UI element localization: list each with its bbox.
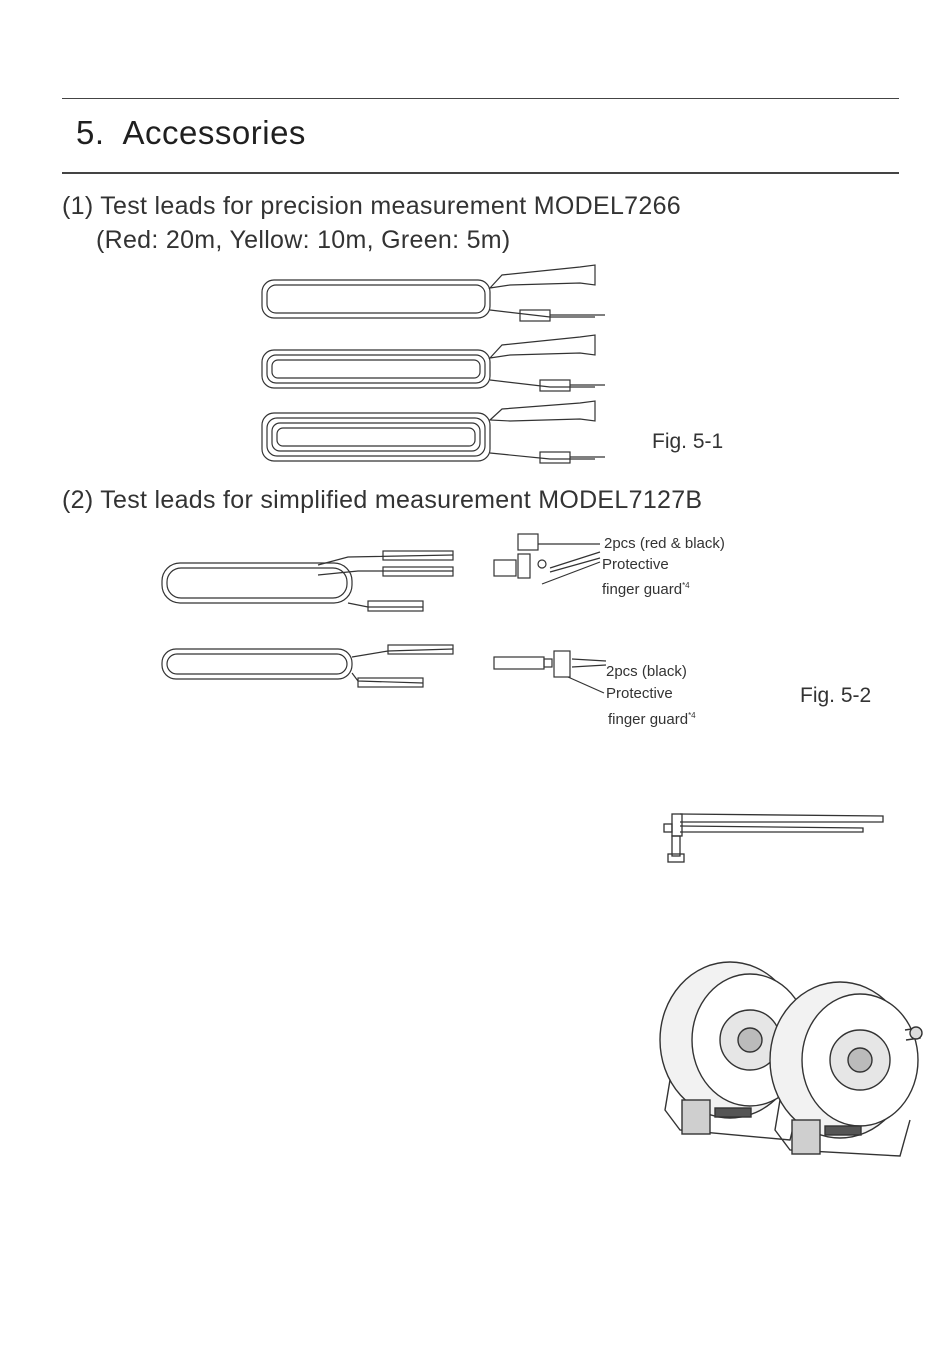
callout-1-line2: finger guard [602, 581, 682, 598]
lead-reel-icon [162, 645, 453, 687]
finger-guard-icon [494, 534, 546, 578]
callout-1-line1: Protective [602, 554, 669, 575]
lead-reel-icon [162, 551, 453, 611]
section-heading: Accessories [123, 114, 306, 151]
finger-guard-figure-2 [492, 645, 610, 685]
pointer-lines [538, 544, 600, 584]
finger-guard-figure-1 [492, 528, 602, 594]
lead-reel-icon [262, 335, 605, 391]
simplified-leads-figure [158, 545, 458, 695]
header-rule-bottom [62, 172, 899, 174]
earth-spike-icon [664, 814, 883, 862]
pointer-lines [568, 659, 606, 693]
precision-leads-figure [250, 255, 620, 470]
lead-reel-icon [262, 401, 605, 463]
finger-guard-icon [554, 651, 570, 677]
figure-5-1-caption: Fig. 5-1 [652, 430, 723, 454]
section-title: 5. Accessories [76, 114, 324, 152]
callout-1-note: *4 [682, 581, 690, 590]
plug-icon [494, 657, 552, 669]
figure-5-2-caption: Fig. 5-2 [800, 684, 871, 708]
section-number: 5. [76, 114, 105, 151]
cable-reels-figure [660, 940, 922, 1158]
cable-reel-icon [770, 982, 922, 1156]
item-2-label: (2) Test leads for simplified measuremen… [62, 486, 702, 515]
callout-2-line2: finger guard [608, 711, 688, 728]
header-rule-top [62, 98, 899, 99]
item-1-sublabel: (Red: 20m, Yellow: 10m, Green: 5m) [96, 226, 511, 255]
callout-1-line2-wrap: finger guard*4 [602, 575, 690, 600]
callout-2-qty: 2pcs (black) [606, 661, 687, 682]
callout-2-line1: Protective [606, 683, 673, 704]
earth-spike-figure [658, 810, 888, 870]
item-1-label: (1) Test leads for precision measurement… [62, 192, 681, 221]
lead-reel-icon [262, 265, 605, 321]
callout-1-qty: 2pcs (red & black) [604, 533, 725, 554]
callout-2-note: *4 [688, 711, 696, 720]
callout-2-line2-wrap: finger guard*4 [608, 705, 696, 730]
